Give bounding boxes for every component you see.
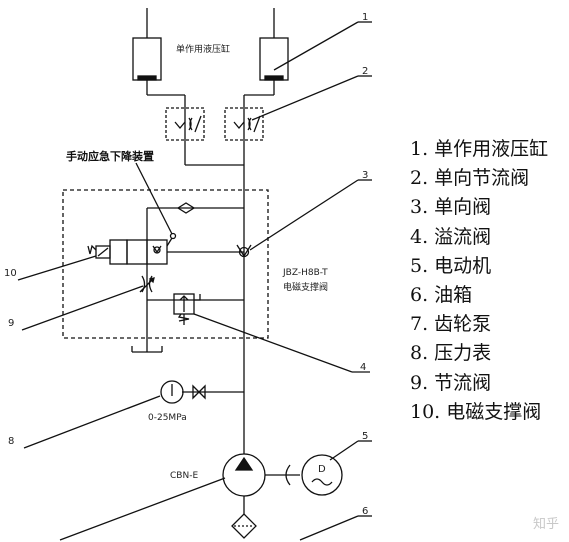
cylinder-label: 单作用液压缸 <box>176 43 230 55</box>
valve-block-boundary <box>62 189 269 339</box>
legend-item: 10. 电磁支撑阀 <box>410 400 542 423</box>
component-legend: 1. 单作用液压缸 2. 单向节流阀 3. 单向阀 4. 溢流阀 5. 电动机 … <box>410 135 565 427</box>
throttle-valve <box>139 275 155 293</box>
legend-item: 3. 单向阀 <box>410 196 492 219</box>
watermark: 知乎 <box>532 517 559 532</box>
cylinder-right <box>259 8 289 81</box>
legend-item: 5. 电动机 <box>410 254 492 277</box>
check-throttle-valve-right <box>224 107 264 141</box>
callout-9: 9 <box>8 318 14 329</box>
solenoid-valve <box>87 232 244 265</box>
callout-1: 1 <box>362 12 368 23</box>
shutoff-valve <box>192 384 206 400</box>
oil-filter <box>231 513 257 539</box>
valve-block-model: JBZ-H8B-T <box>282 268 328 278</box>
callout-8: 8 <box>8 436 14 447</box>
legend-item: 6. 油箱 <box>410 284 473 307</box>
legend-item: 1. 单作用液压缸 <box>410 138 549 160</box>
callout-4: 4 <box>360 362 366 373</box>
electric-motor <box>301 454 343 496</box>
gauge-range-label: 0-25MPa <box>148 413 187 423</box>
callout-2: 2 <box>362 66 368 77</box>
motor-symbol-text: D <box>318 464 326 475</box>
pump-model-label: CBN-E <box>170 471 198 481</box>
callout-10: 10 <box>4 268 17 279</box>
pressure-gauge <box>160 380 184 404</box>
gear-pump <box>222 453 266 497</box>
legend-item: 9. 节流阀 <box>410 371 492 394</box>
callout-5: 5 <box>362 431 368 442</box>
legend-item: 8. 压力表 <box>410 342 492 365</box>
check-throttle-valve-left <box>165 107 205 141</box>
callout-6: 6 <box>362 506 368 517</box>
valve-block-name: 电磁支撑阀 <box>283 281 328 293</box>
manual-descent-label: 手动应急下降装置 <box>66 149 154 163</box>
relief-valve <box>173 293 201 325</box>
callout-3: 3 <box>362 170 368 181</box>
legend-item: 4. 溢流阀 <box>410 225 492 248</box>
filter-symbol <box>176 202 196 214</box>
cylinder-left <box>132 8 162 81</box>
legend-item: 2. 单向节流阀 <box>410 167 530 190</box>
legend-item: 7. 齿轮泵 <box>410 313 492 336</box>
